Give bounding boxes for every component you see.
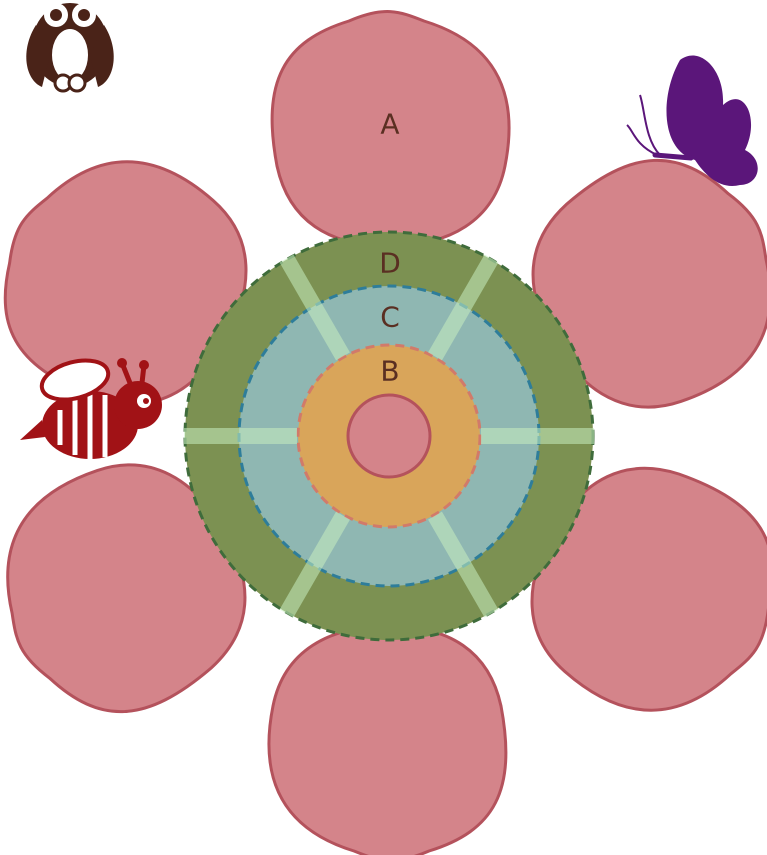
label-b: B <box>380 355 399 388</box>
owl-icon <box>26 3 113 91</box>
label-c: C <box>380 301 400 334</box>
label-a: A <box>380 108 399 141</box>
petal-bottom <box>269 626 506 855</box>
flower-center <box>348 395 430 477</box>
label-d: D <box>379 247 401 280</box>
